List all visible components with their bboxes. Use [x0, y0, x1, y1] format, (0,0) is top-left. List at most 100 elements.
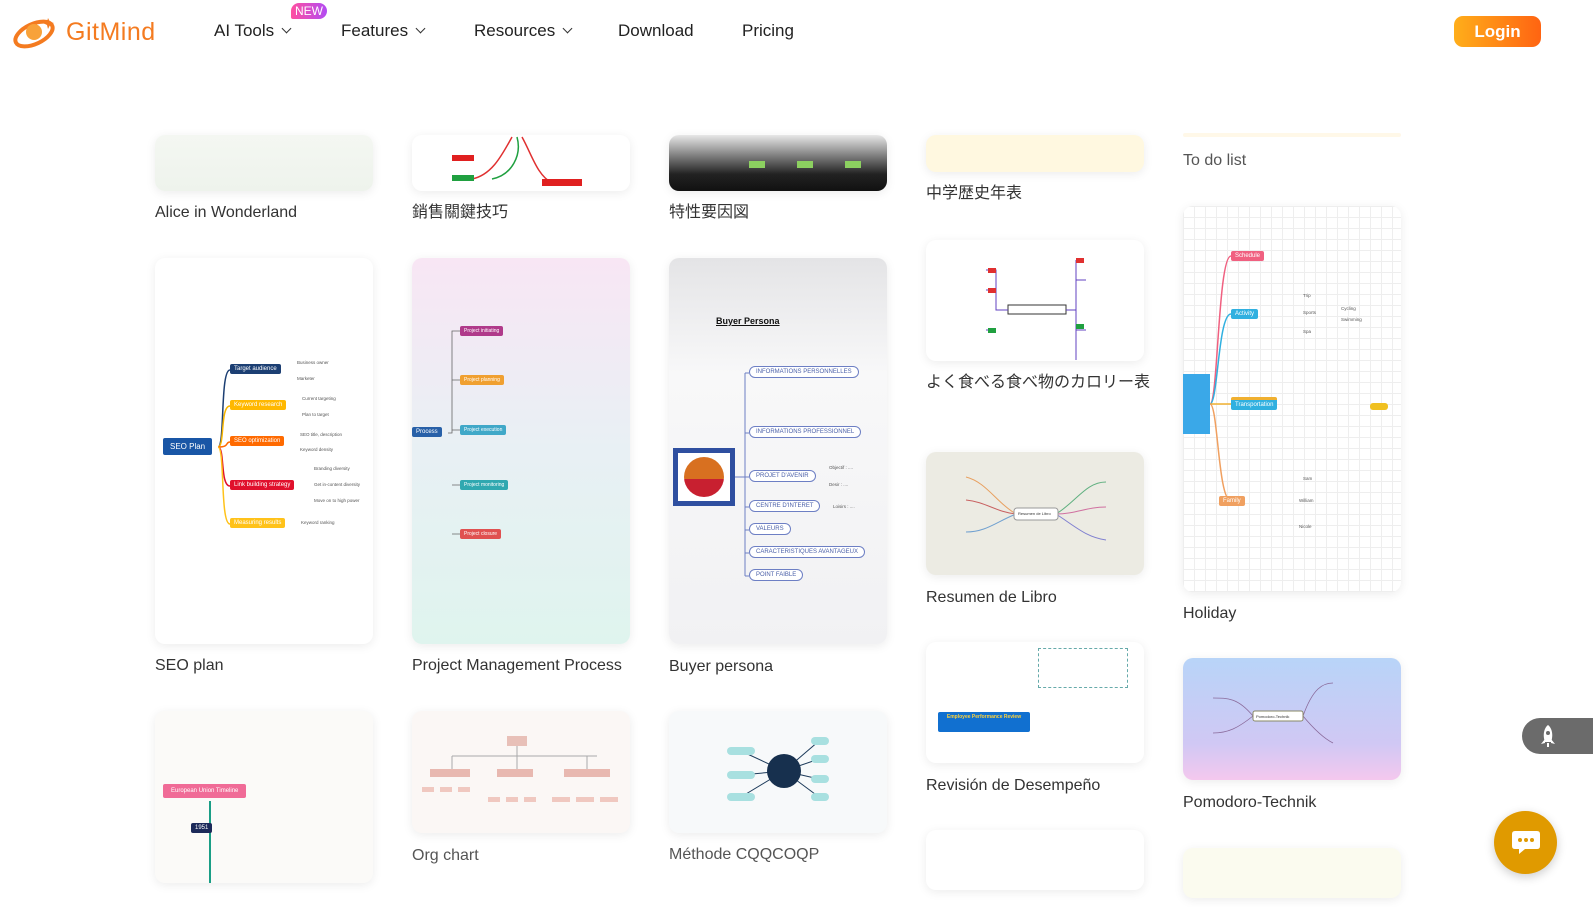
- node-box: [845, 161, 861, 168]
- leaf: Branding diversity: [314, 466, 350, 471]
- leaf: Business owner: [297, 360, 329, 365]
- leaf: William: [1299, 498, 1314, 503]
- mindmap-thumbnail: [965, 476, 1107, 541]
- node: INFORMATIONS PROFESSIONNEL: [749, 426, 862, 438]
- node: POINT FAIBLE: [749, 569, 804, 581]
- mindmap-connectors: [217, 369, 231, 525]
- template-card-resumen[interactable]: Resumen de Libro: [926, 452, 1144, 575]
- gitmind-logo-icon: [13, 18, 55, 49]
- new-badge: NEW: [291, 3, 327, 19]
- template-title[interactable]: Alice in Wonderland: [155, 204, 298, 221]
- template-card-next[interactable]: [1183, 848, 1401, 898]
- node: Family: [1219, 496, 1245, 506]
- template-card-pomodoro[interactable]: Pomodoro-Technik: [1183, 658, 1401, 780]
- node: CENTRE D'INTERET: [749, 500, 821, 512]
- template-title[interactable]: Resumen de Libro: [926, 589, 1057, 606]
- mindmap-thumbnail: [452, 136, 582, 186]
- node: Target audience: [230, 364, 281, 374]
- chevron-down-icon: [281, 23, 292, 34]
- node-box: [749, 161, 765, 168]
- template-title[interactable]: よく食べる食べ物のカロリー表: [926, 374, 1151, 391]
- nav-label: AI Tools: [214, 21, 275, 40]
- template-title[interactable]: Revisión de Desempeño: [926, 777, 1101, 794]
- template-card-holiday[interactable]: Schedule Activity Transportation Family …: [1183, 206, 1401, 592]
- node: VALEURS: [749, 523, 791, 535]
- template-title[interactable]: Pomodoro-Technik: [1183, 794, 1317, 811]
- leaf: Current targeting: [302, 396, 336, 401]
- leaf: Loisirs : ....: [833, 504, 855, 509]
- node: INFORMATIONS PERSONNELLES: [749, 366, 859, 378]
- nav-resources[interactable]: Resources: [474, 21, 573, 41]
- template-card-fishbone[interactable]: [669, 135, 887, 191]
- template-card-next[interactable]: [926, 830, 1144, 890]
- back-to-top-button[interactable]: [1522, 718, 1593, 754]
- login-button[interactable]: Login: [1454, 16, 1541, 47]
- leaf: Cycling: [1341, 306, 1356, 311]
- template-card-alice[interactable]: [155, 135, 373, 191]
- template-title[interactable]: Méthode CQQCOQP: [669, 846, 820, 863]
- mindmap-connectors: [735, 372, 749, 577]
- template-card-sales[interactable]: [412, 135, 630, 191]
- chat-button[interactable]: [1494, 811, 1557, 874]
- template-card-revision[interactable]: Employee Performance Review: [926, 642, 1144, 763]
- root-node: Pomodoro-Technik: [1256, 714, 1290, 719]
- template-title[interactable]: To do list: [1183, 152, 1247, 169]
- mindmap-thumbnail: [1212, 682, 1334, 744]
- template-card-seo-plan[interactable]: SEO Plan Target audience Keyword researc…: [155, 258, 373, 644]
- root-node: European Union Timeline: [163, 784, 247, 798]
- template-card-buyer-persona[interactable]: Buyer Persona INFORMATIONS PERSONNELLES …: [669, 258, 887, 644]
- template-card-cqqcoqp[interactable]: [669, 711, 887, 833]
- nav-pricing[interactable]: Pricing: [742, 21, 794, 40]
- leaf: Desir : ....: [829, 482, 849, 487]
- nav-label: Features: [341, 21, 409, 40]
- node: CARACTERISTIQUES AVANTAGEUX: [749, 546, 866, 558]
- template-card-history[interactable]: [926, 135, 1144, 172]
- node: Project initiating: [460, 326, 504, 336]
- leaf: Marketer: [297, 376, 315, 381]
- root-node: Process: [412, 427, 442, 437]
- mindmap-connectors: [448, 330, 460, 535]
- root-node: Employee Performance Review: [938, 712, 1030, 732]
- rating-box: [1038, 648, 1128, 688]
- leaf: Keyword ranking: [301, 520, 335, 525]
- node: Project monitoring: [460, 480, 509, 490]
- nav-ai-tools[interactable]: AI Tools: [214, 21, 292, 41]
- leaf: SEO title, description: [300, 432, 343, 437]
- gitmind-logo[interactable]: GitMind: [12, 14, 156, 50]
- leaf: Get in-content diversity: [314, 482, 361, 487]
- year-node: 1951: [191, 823, 213, 833]
- leaf: Trip: [1303, 293, 1311, 298]
- node: PROJET D'AVENIR: [749, 470, 816, 482]
- nav-features[interactable]: Features: [341, 21, 426, 41]
- node: Measuring results: [230, 518, 286, 528]
- nav-download[interactable]: Download: [618, 21, 694, 40]
- template-card-todo[interactable]: [1183, 133, 1401, 137]
- template-title[interactable]: Project Management Process: [412, 657, 622, 674]
- template-title[interactable]: Org chart: [412, 847, 479, 864]
- template-title[interactable]: 特性要因図: [669, 204, 750, 221]
- template-title[interactable]: Holiday: [1183, 605, 1237, 622]
- chevron-down-icon: [415, 23, 426, 34]
- persona-heading: Buyer Persona: [716, 316, 780, 326]
- leaf: Move on to high power: [314, 498, 360, 503]
- node: Project planning: [460, 375, 504, 385]
- template-title[interactable]: Buyer persona: [669, 658, 774, 675]
- leaf: Sam: [1303, 476, 1313, 481]
- template-card-org-chart[interactable]: [412, 711, 630, 833]
- org-chart-thumbnail: [422, 736, 618, 802]
- node: Activity: [1231, 309, 1259, 319]
- template-title[interactable]: 中学歴史年表: [926, 185, 1023, 202]
- nav-label: Resources: [474, 21, 556, 40]
- chat-bubble-icon: [1512, 831, 1540, 854]
- leaf: Keyword density: [300, 447, 334, 452]
- node: SEO optimization: [230, 436, 285, 446]
- leaf: Objectif : ....: [829, 465, 854, 470]
- leaf: Nicole: [1299, 524, 1312, 529]
- node: Schedule: [1231, 251, 1265, 261]
- template-card-calories[interactable]: [926, 240, 1144, 361]
- template-title[interactable]: SEO plan: [155, 657, 224, 674]
- template-title[interactable]: 銷售關鍵技巧: [412, 204, 509, 221]
- template-card-project-management[interactable]: Process Project initiating Project plann…: [412, 258, 630, 644]
- template-card-eu-timeline[interactable]: European Union Timeline 1951: [155, 711, 373, 883]
- root-node: SEO Plan: [163, 438, 213, 455]
